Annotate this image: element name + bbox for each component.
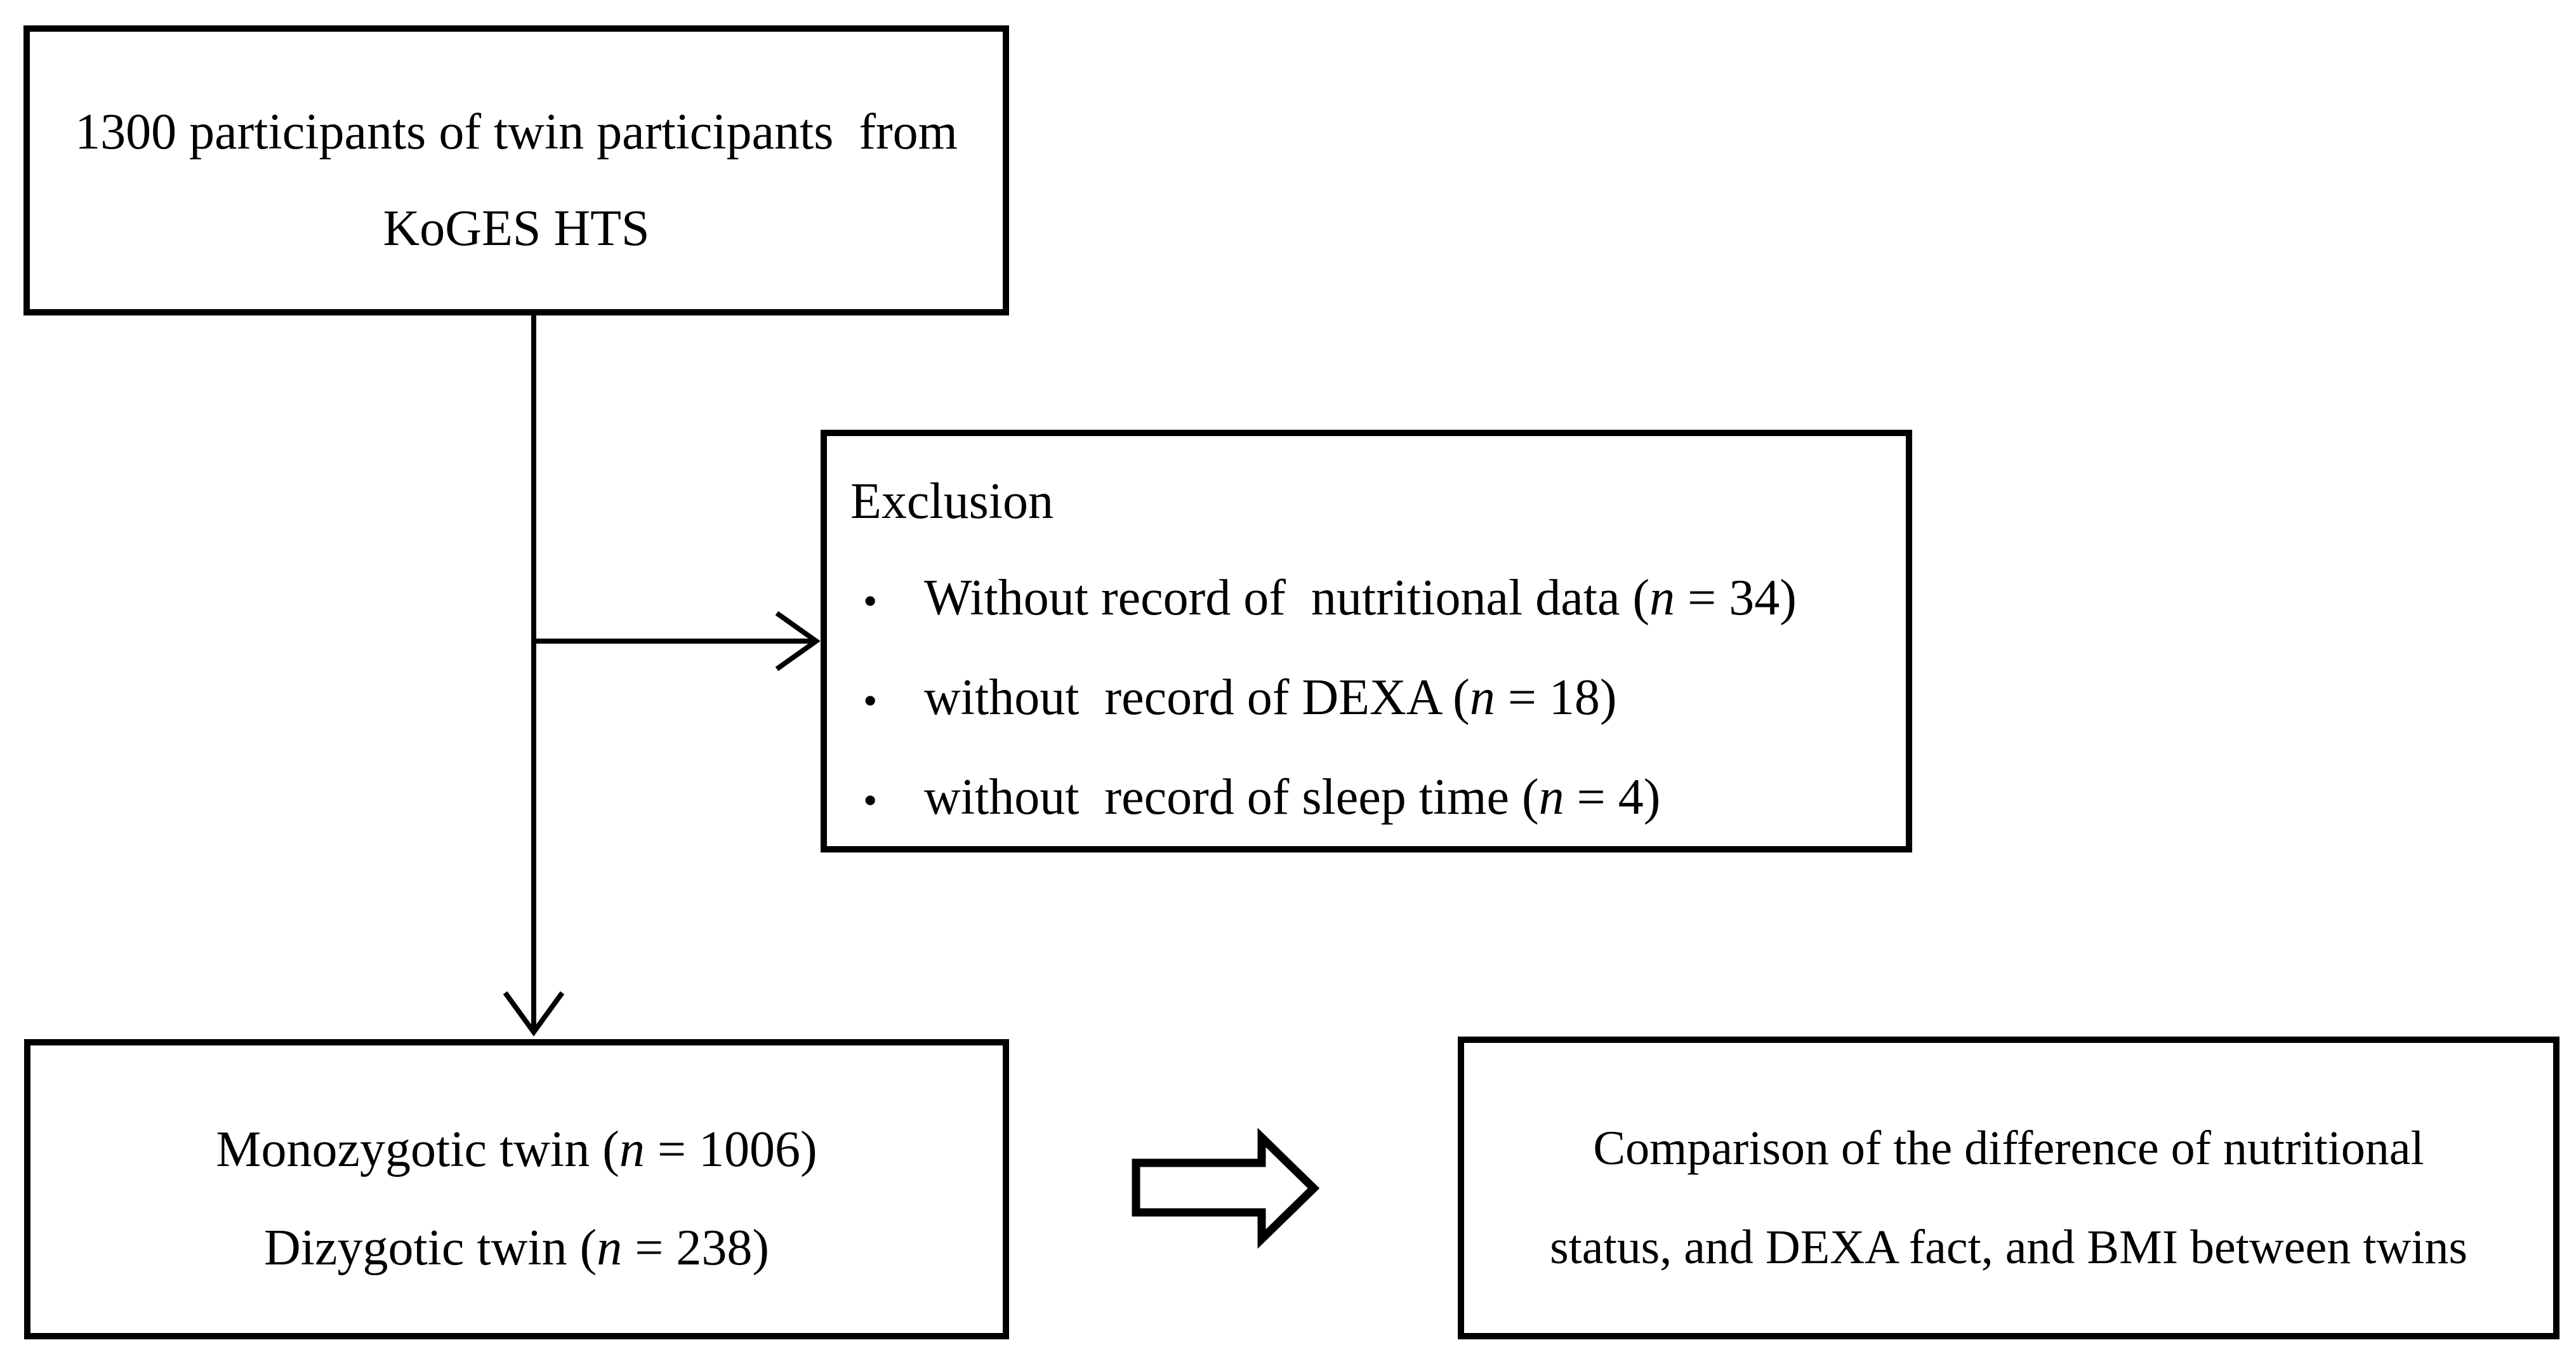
exclusion-item-text: Without record of nutritional data (n = …	[924, 550, 1797, 646]
bullet-icon: •	[863, 677, 878, 723]
exclusion-item-dexa: • without record of DEXA (n = 18)	[850, 649, 1617, 749]
exclusion-item-text-post: = 4)	[1564, 769, 1661, 825]
n-symbol: n	[1538, 769, 1564, 825]
exclusion-title: Exclusion	[850, 473, 1054, 529]
twins-line-monozygotic: Monozygotic twin (n = 1006)	[216, 1101, 817, 1199]
n-symbol: n	[1469, 669, 1495, 726]
bullet-icon: •	[863, 578, 878, 623]
box-exclusion: Exclusion • Without record of nutritiona…	[821, 430, 1912, 852]
twins-line-post: = 238)	[622, 1219, 770, 1276]
box-participants: 1300 participants of twin participants f…	[23, 25, 1009, 315]
box-twins: Monozygotic twin (n = 1006) Dizygotic tw…	[24, 1039, 1009, 1339]
participants-line-1: 1300 participants of twin participants f…	[75, 103, 958, 160]
exclusion-item-text-pre: without record of sleep time (	[924, 769, 1539, 825]
comparison-line-1: Comparison of the difference of nutritio…	[1593, 1121, 2424, 1175]
arrowhead-right-icon	[775, 611, 821, 672]
exclusion-item-text-pre: without record of DEXA (	[924, 669, 1470, 726]
exclusion-item-text-post: = 34)	[1675, 569, 1797, 626]
bullet-icon: •	[863, 777, 878, 823]
exclusion-item-text-post: = 18)	[1495, 669, 1617, 726]
exclusion-item-text: without record of sleep time (n = 4)	[924, 749, 1660, 845]
exclusion-item-text: without record of DEXA (n = 18)	[924, 649, 1617, 746]
exclusion-item-nutritional: • Without record of nutritional data (n …	[850, 550, 1797, 649]
block-arrow-icon	[1132, 1127, 1320, 1249]
arrowhead-down-icon	[503, 991, 565, 1037]
exclusion-item-sleep: • without record of sleep time (n = 4)	[850, 749, 1660, 849]
n-symbol: n	[619, 1121, 645, 1177]
box-comparison: Comparison of the difference of nutritio…	[1458, 1037, 2559, 1339]
twins-line-post: = 1006)	[644, 1121, 817, 1177]
participants-line-2: KoGES HTS	[383, 200, 650, 256]
comparison-line-2: status, and DEXA fact, and BMI between t…	[1550, 1220, 2467, 1274]
twins-line-pre: Monozygotic twin (	[216, 1121, 619, 1177]
twins-line-pre: Dizygotic twin (	[263, 1219, 597, 1276]
n-symbol: n	[1649, 569, 1675, 626]
n-symbol: n	[597, 1219, 623, 1276]
exclusion-item-text-pre: Without record of nutritional data (	[924, 569, 1650, 626]
twins-line-dizygotic: Dizygotic twin (n = 238)	[264, 1199, 769, 1297]
